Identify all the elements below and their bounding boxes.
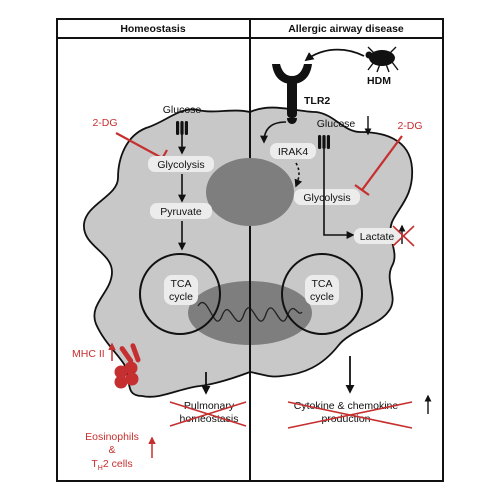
nucleus-left: [206, 158, 250, 226]
glucose-to-lactate-arrow: [323, 149, 355, 239]
cells-label-line1: Eosinophils: [85, 431, 139, 443]
lactate-label: Lactate: [360, 231, 395, 243]
receptor-label: TLR2: [304, 95, 330, 107]
right-outcome-cross-2: [287, 401, 413, 429]
nucleus-right: [250, 158, 294, 226]
mitochondrion: [188, 281, 312, 345]
right-inhibitor-label: 2-DG: [397, 120, 422, 132]
cells-label-line2: &: [108, 444, 115, 456]
right-tca-label-line2: cycle: [310, 291, 334, 303]
right-glucose-label: Glucose: [317, 118, 356, 130]
kinase-label: IRAK4: [278, 146, 309, 158]
tca-cycle-circle-right: [281, 253, 363, 335]
left-outcome-line1: Pulmonary: [184, 400, 235, 412]
left-inhibition-line: [115, 132, 163, 159]
left-outcome-cross-2: [169, 401, 247, 427]
cell-body-left: [83, 108, 250, 398]
cells-label-line3: TH2 cells: [91, 458, 132, 472]
left-inhibitor-label: 2-DG: [92, 117, 117, 129]
mhc-ii-receptor-icon: [114, 343, 141, 389]
left-pyruvate-label: Pyruvate: [160, 206, 202, 218]
left-tca-label-line1: TCA: [171, 278, 192, 290]
lactate-cross-2: [392, 225, 415, 247]
tca-cycle-circle-left: [139, 253, 221, 335]
allergen-label: HDM: [367, 75, 391, 87]
left-outcome-line2: homeostasis: [180, 413, 239, 425]
kinase-to-glycolysis-arrow: [294, 162, 303, 188]
panel-title-homeostasis: Homeostasis: [120, 23, 186, 35]
mhc-ii-label: MHC II: [72, 348, 105, 360]
glucose-transporter-right-icon: [318, 135, 330, 149]
right-glycolysis-label: Glycolysis: [303, 192, 350, 204]
left-glucose-label: Glucose: [163, 104, 202, 116]
left-tca-label-line2: cycle: [169, 291, 193, 303]
panel-title-allergic: Allergic airway disease: [288, 23, 404, 35]
left-glycolysis-label: Glycolysis: [157, 159, 204, 171]
tlr2-receptor-icon: [272, 64, 312, 124]
allergen-to-receptor-arrow: [304, 48, 365, 62]
house-dust-mite-icon: [365, 46, 399, 73]
right-inhibition-line: [361, 135, 403, 191]
right-tca-label-line1: TCA: [312, 278, 333, 290]
receptor-to-kinase-arrow: [260, 121, 287, 144]
